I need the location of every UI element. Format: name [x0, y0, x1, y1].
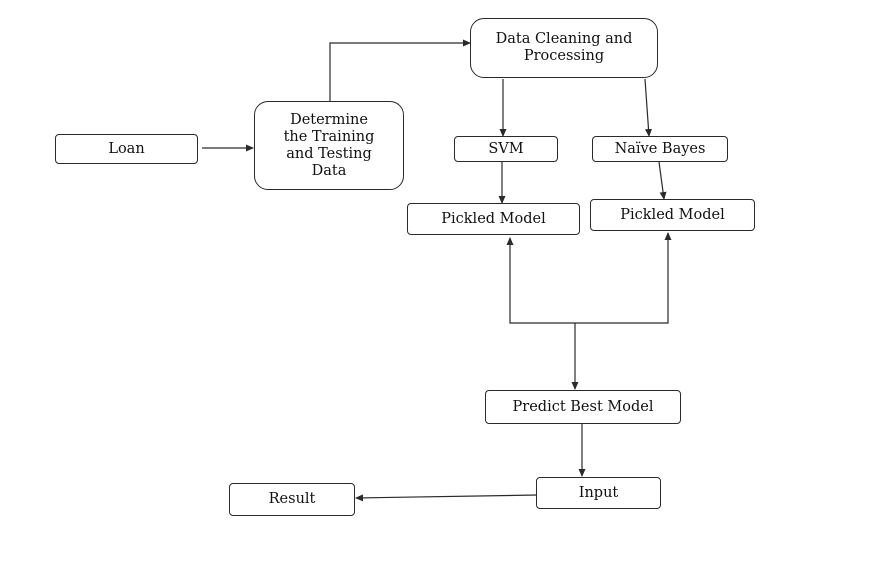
arrow-to-pickled-model-svm — [506, 237, 575, 324]
arrow-input-to-result — [355, 494, 538, 502]
svm-box: SVM — [454, 136, 558, 162]
pickled-model-naive-bayes-box: Pickled Model — [590, 199, 755, 231]
arrow-to-pickled-model-naive-bayes — [575, 232, 672, 324]
pickled-model-svm-box: Pickled Model — [407, 203, 580, 235]
naive-bayes-box: Naïve Bayes — [592, 136, 728, 162]
arrow-naive-bayes-to-pickled-model — [658, 161, 667, 200]
determine-training-testing-box: Determine the Training and Testing Data — [254, 101, 404, 190]
arrow-determine-to-cleaning — [329, 39, 471, 102]
result-box: Result — [229, 483, 355, 516]
predict-best-model-box: Predict Best Model — [485, 390, 681, 424]
arrow-cleaning-to-naive-bayes — [644, 78, 653, 137]
input-box: Input — [536, 477, 661, 509]
data-cleaning-processing-box: Data Cleaning and Processing — [470, 18, 658, 78]
loan-box: Loan — [55, 134, 198, 164]
